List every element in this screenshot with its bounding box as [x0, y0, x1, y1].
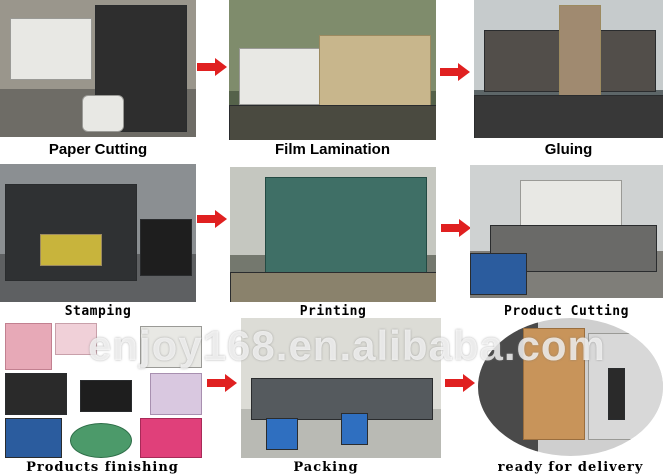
- photo-film-lamination: [229, 0, 436, 140]
- photo-ready-for-delivery: [478, 318, 663, 456]
- photo-paper-cutting: [0, 0, 196, 137]
- arrow-right-icon: [197, 58, 227, 76]
- step-label: Paper Cutting: [48, 141, 148, 158]
- photo-gluing: [474, 0, 663, 138]
- photo-product-cutting: [470, 165, 663, 298]
- arrow-right-icon: [445, 374, 475, 392]
- step-label: Packing: [293, 460, 359, 475]
- step-label: Products finishing: [26, 460, 179, 475]
- photo-products-finishing: [0, 318, 205, 458]
- arrow-right-icon: [441, 219, 471, 237]
- arrow-right-icon: [197, 210, 227, 228]
- photo-stamping: [0, 164, 196, 302]
- arrow-right-icon: [440, 63, 470, 81]
- arrow-right-icon: [207, 374, 237, 392]
- step-label: Product Cutting: [504, 304, 629, 319]
- step-label: ready for delivery: [497, 460, 644, 475]
- photo-packing: [241, 318, 441, 458]
- step-label: Printing: [299, 304, 367, 319]
- step-label: Stamping: [64, 304, 132, 319]
- photo-printing: [230, 167, 436, 302]
- watermark: enjoy168.en.alibaba.com: [88, 322, 606, 369]
- step-label: Gluing: [544, 141, 593, 158]
- step-label: Film Lamination: [274, 141, 390, 158]
